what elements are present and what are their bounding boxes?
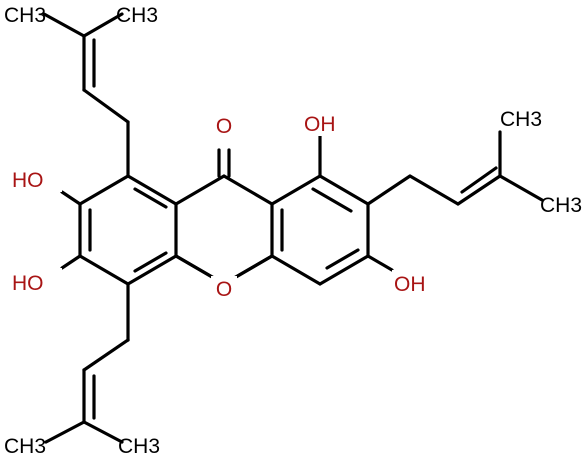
atom-labels: O O HO HO OH OH CH3 CH3 CH3 CH3 CH3 CH3 [4, 4, 582, 458]
ring-oxygen-label: O [216, 278, 232, 301]
methyl-bottom-right-label: CH3 [118, 435, 160, 458]
hydroxyl-left-lower-label: HO [12, 272, 44, 295]
hydroxyl-left-upper-label: HO [12, 169, 44, 192]
hydroxyl-right-lower-label: OH [394, 273, 426, 296]
ketone-oxygen-label: O [216, 115, 232, 138]
methyl-right-upper-label: CH3 [500, 108, 542, 131]
methyl-right-lower-label: CH3 [540, 194, 582, 217]
methyl-top-right-label: CH3 [116, 4, 158, 27]
methyl-top-left-label: CH3 [4, 4, 46, 27]
bonds [42, 12, 544, 444]
hydroxyl-top-right-label: OH [304, 113, 336, 136]
methyl-bottom-left-label: CH3 [4, 435, 46, 458]
